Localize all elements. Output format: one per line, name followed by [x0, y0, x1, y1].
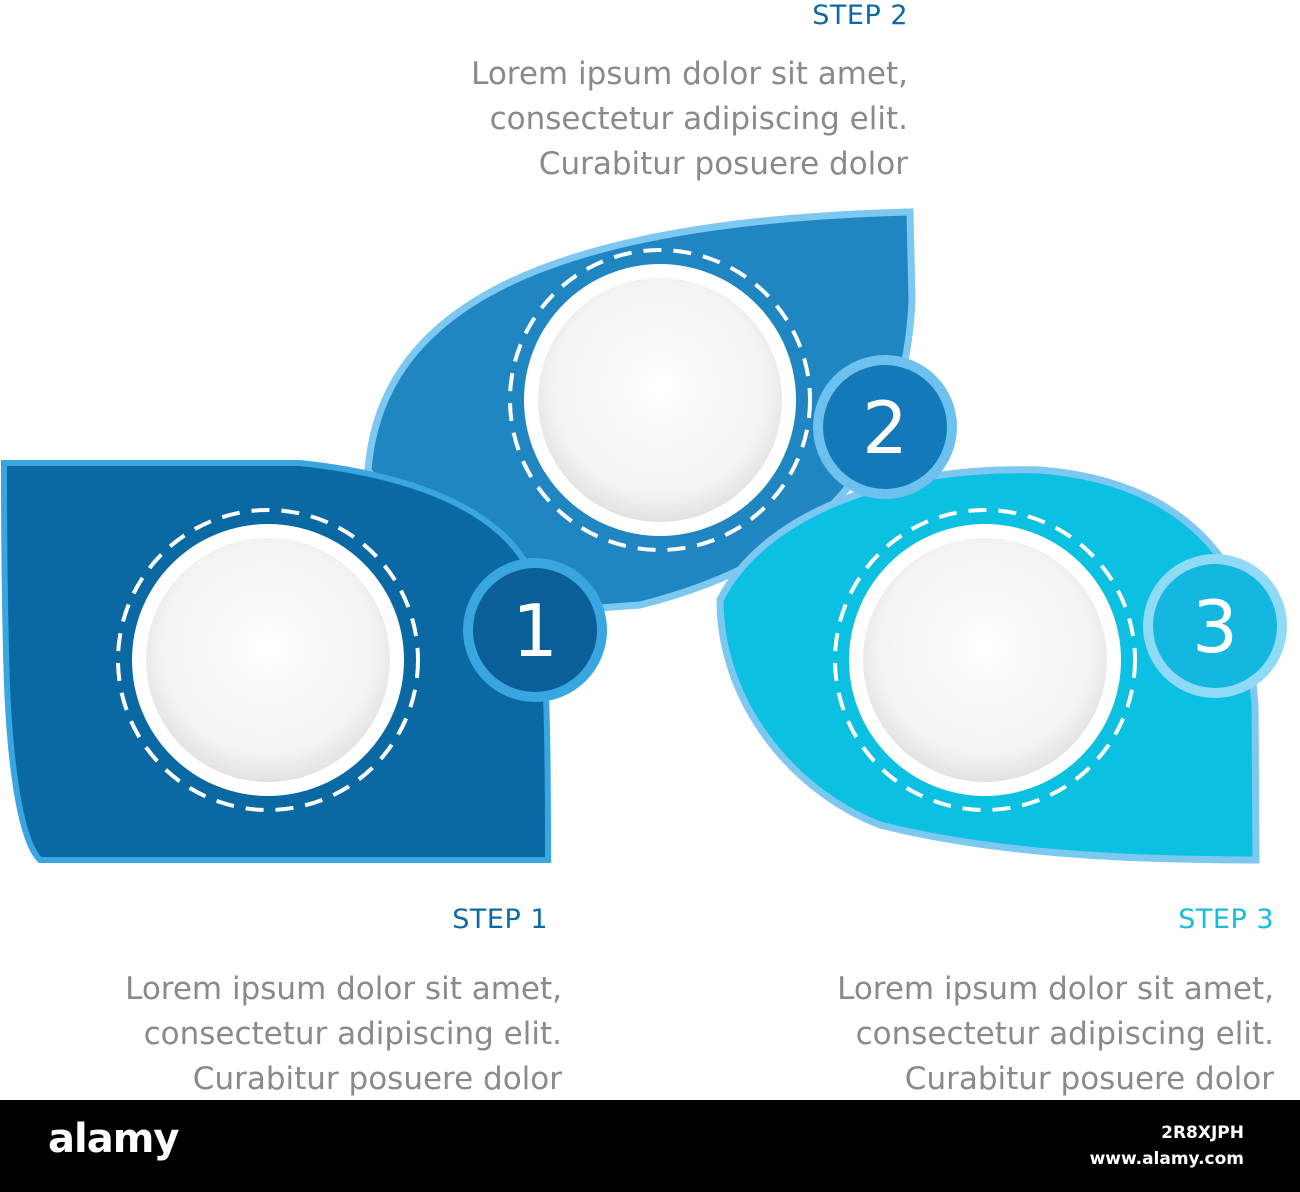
step-1-line-3: Curabitur posuere dolor: [192, 1061, 562, 1097]
step-1-disc: [116, 508, 420, 812]
watermark-footer: alamy 2R8XJPH www.alamy.com: [0, 1100, 1300, 1192]
step-3-line-3: Curabitur posuere dolor: [904, 1061, 1274, 1097]
step-2-line-1: Lorem ipsum dolor sit amet,: [471, 56, 908, 92]
step-2-badge: 2: [813, 355, 957, 499]
step-2-disc: [508, 248, 812, 552]
site-url: www.alamy.com: [1089, 1149, 1244, 1169]
step-3-line-2: consectetur adipiscing elit.: [855, 1016, 1274, 1052]
step-1-line-1: Lorem ipsum dolor sit amet,: [125, 971, 562, 1007]
step-2-line-2: consectetur adipiscing elit.: [489, 101, 908, 137]
step-2-number: 2: [862, 386, 908, 470]
step-1-line-2: consectetur adipiscing elit.: [143, 1016, 562, 1052]
step-2-description: Lorem ipsum dolor sit amet, consectetur …: [388, 52, 908, 187]
step-3-title: STEP 3: [1178, 904, 1274, 935]
step-2-title: STEP 2: [812, 0, 908, 31]
image-id-block: 2R8XJPH www.alamy.com: [1090, 1120, 1244, 1172]
step-3-line-1: Lorem ipsum dolor sit amet,: [837, 971, 1274, 1007]
step-3-number: 3: [1192, 585, 1238, 669]
image-id: 2R8XJPH: [1161, 1123, 1244, 1143]
infographic-diagram: 1 2 3: [0, 208, 1287, 864]
step-1-number: 1: [512, 589, 558, 673]
step-1-badge: 1: [463, 558, 607, 702]
step-3-disc: [833, 508, 1137, 812]
step-1-description: Lorem ipsum dolor sit amet, consectetur …: [42, 967, 562, 1102]
step-2-line-3: Curabitur posuere dolor: [538, 146, 908, 182]
step-1-title: STEP 1: [452, 904, 548, 935]
brand-logo: alamy: [48, 1116, 179, 1162]
step-3-badge: 3: [1143, 554, 1287, 698]
step-3-description: Lorem ipsum dolor sit amet, consectetur …: [754, 967, 1274, 1102]
